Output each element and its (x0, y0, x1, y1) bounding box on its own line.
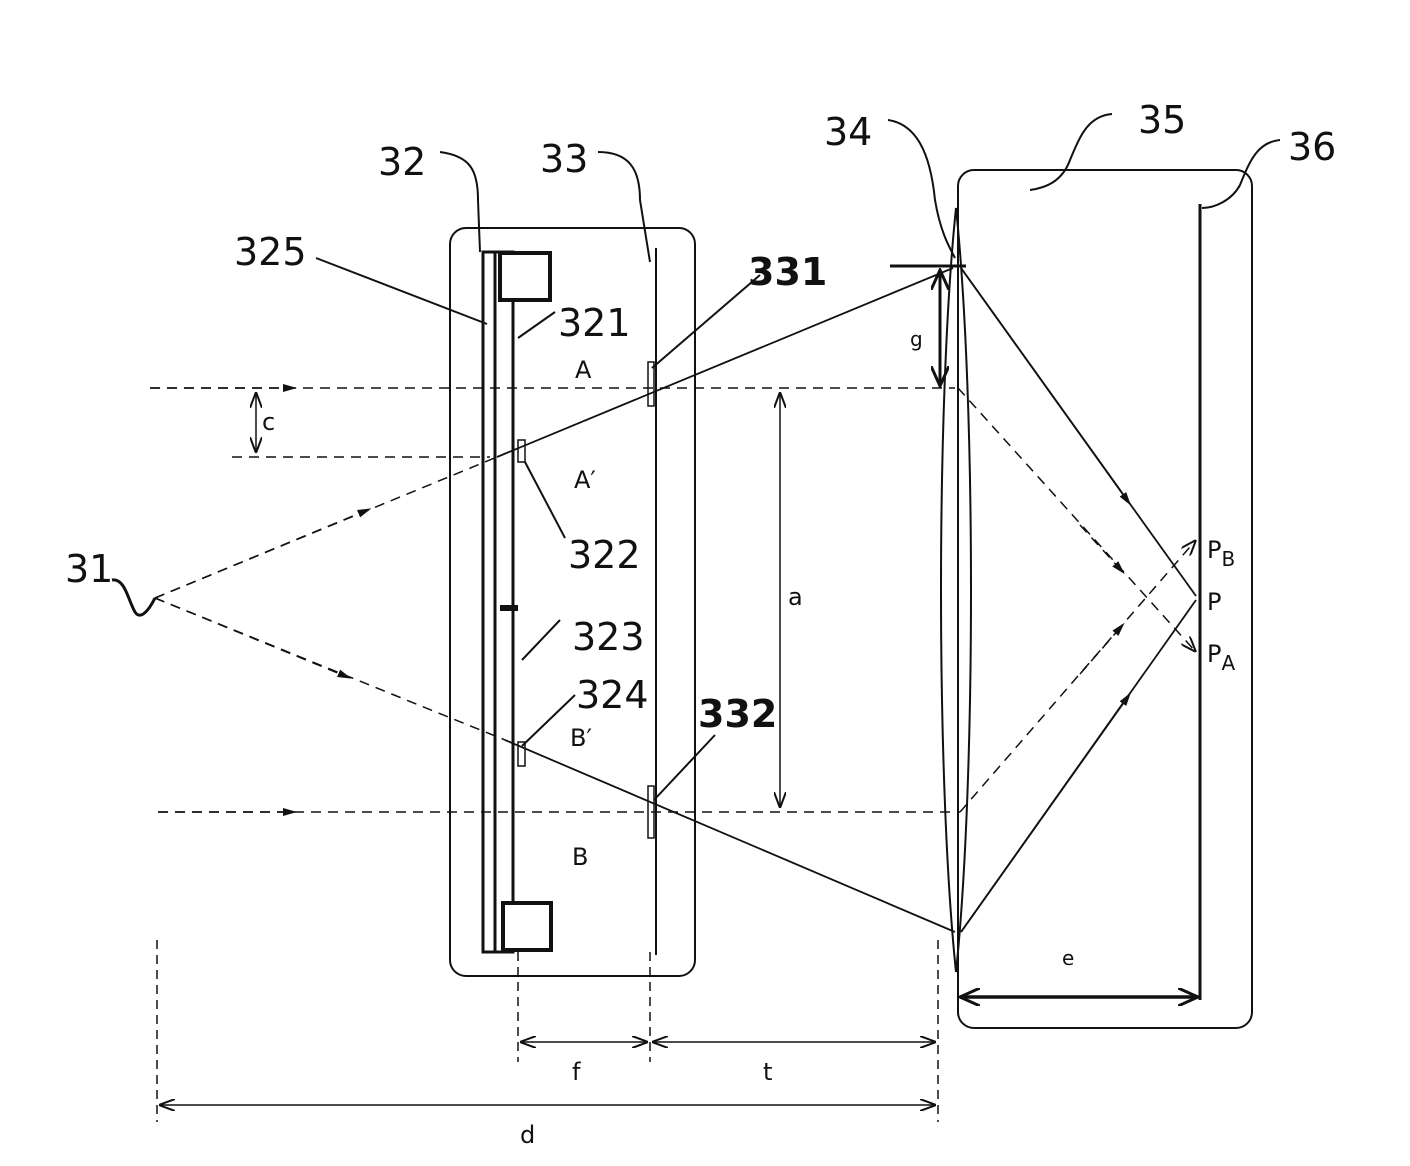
module-housing-left (449, 227, 696, 977)
ray-source-lower (154, 597, 506, 741)
dim-label-a: a (788, 583, 803, 611)
main-lens-34 (940, 207, 972, 973)
ray-source-lower-arrow (154, 597, 352, 679)
region-B: B (572, 843, 588, 871)
pixel-322 (517, 439, 526, 463)
label-33: 33 (540, 137, 588, 181)
label-32: 32 (378, 140, 426, 184)
dim-label-g: g (910, 327, 923, 351)
bottom-bracket (501, 901, 553, 952)
dim-label-d: d (520, 1121, 535, 1149)
module-housing-right (957, 169, 1253, 1029)
dim-label-c: c (262, 408, 275, 436)
label-321: 321 (558, 301, 631, 345)
point-PB: PB (1207, 536, 1235, 571)
region-B-prime: B′ (570, 724, 592, 752)
region-A: A (575, 356, 592, 384)
label-325: 325 (234, 230, 307, 274)
pixel-324 (517, 741, 526, 767)
lens-331 (647, 361, 655, 407)
lens-array-33 (647, 248, 657, 955)
leader-lines (315, 113, 1281, 801)
point-P: P (1207, 588, 1221, 616)
dim-label-f: f (572, 1058, 581, 1086)
dim-label-e: e (1062, 946, 1074, 970)
label-332: 332 (698, 692, 777, 736)
label-31: 31 (65, 547, 113, 591)
ray-solid-lower (504, 739, 956, 933)
panel-321 (493, 250, 515, 954)
source-point-31 (111, 578, 157, 617)
region-A-prime: A′ (574, 466, 596, 494)
top-bracket (498, 251, 552, 302)
ray-solid-top-arrow (960, 267, 1132, 506)
label-331: 331 (748, 250, 827, 294)
label-324: 324 (576, 673, 649, 717)
ray-source-upper (154, 456, 498, 599)
label-36: 36 (1288, 125, 1336, 169)
point-PA: PA (1207, 640, 1235, 675)
ray-dashed-top-to-PA (957, 387, 1196, 652)
ray-dashed-bottom-to-PB (959, 540, 1196, 813)
ray-solid-bottom-arrow (960, 692, 1132, 933)
label-323: 323 (572, 615, 645, 659)
dimension-lines (156, 264, 1198, 1122)
light-rays (150, 267, 1196, 933)
dim-label-t: t (763, 1058, 772, 1086)
substrate-325 (481, 250, 497, 954)
ray-solid-upper (496, 267, 954, 458)
ray-source-upper-arrow (154, 508, 372, 599)
label-35: 35 (1138, 98, 1186, 142)
display-assembly-32 (481, 250, 553, 954)
label-34: 34 (824, 110, 872, 154)
label-322: 322 (568, 533, 641, 577)
